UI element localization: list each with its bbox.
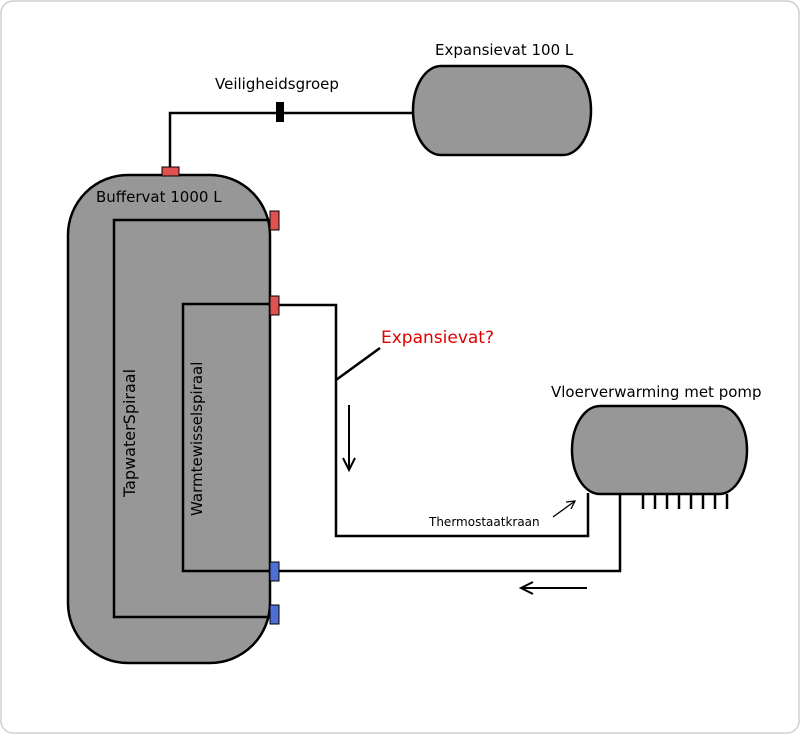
floor-heating-unit [570, 404, 749, 496]
port-heat-exchanger-bottom [269, 561, 280, 582]
heat-exchanger-coil-label: Warmtewisselspiraal [188, 362, 206, 516]
safety-group-label: Veiligheidsgroep [215, 75, 339, 93]
valve-icon [276, 102, 284, 122]
expansion-tank [411, 64, 593, 157]
thermostat-valve-label: Thermostaatkraan [428, 515, 540, 529]
buffer-tank-label: Buffervat 1000 L [96, 188, 222, 206]
safety-pipe [168, 111, 413, 168]
return-pipe [279, 493, 622, 573]
radiator-fins-icon [641, 494, 729, 509]
port-tap-water-bottom [269, 604, 280, 625]
expansion-question-label: Expansievat? [381, 328, 494, 348]
pointer-arrow-icon [552, 500, 577, 518]
expansion-tank-label: Expansievat 100 L [435, 41, 574, 59]
port-top [161, 166, 180, 177]
port-heat-exchanger-top [269, 295, 280, 316]
down-arrow-icon [342, 405, 356, 473]
port-tap-water-top [269, 210, 280, 231]
left-arrow-icon [518, 581, 587, 595]
expansion-question-pointer [335, 346, 381, 382]
tap-water-coil [112, 218, 270, 619]
supply-pipe [279, 303, 590, 538]
heat-exchanger-coil [181, 302, 270, 573]
buffer-tank [66, 173, 272, 665]
tap-water-coil-label: TapwaterSpiraal [120, 369, 139, 498]
floor-heating-label: Vloerverwarming met pomp [551, 383, 762, 401]
